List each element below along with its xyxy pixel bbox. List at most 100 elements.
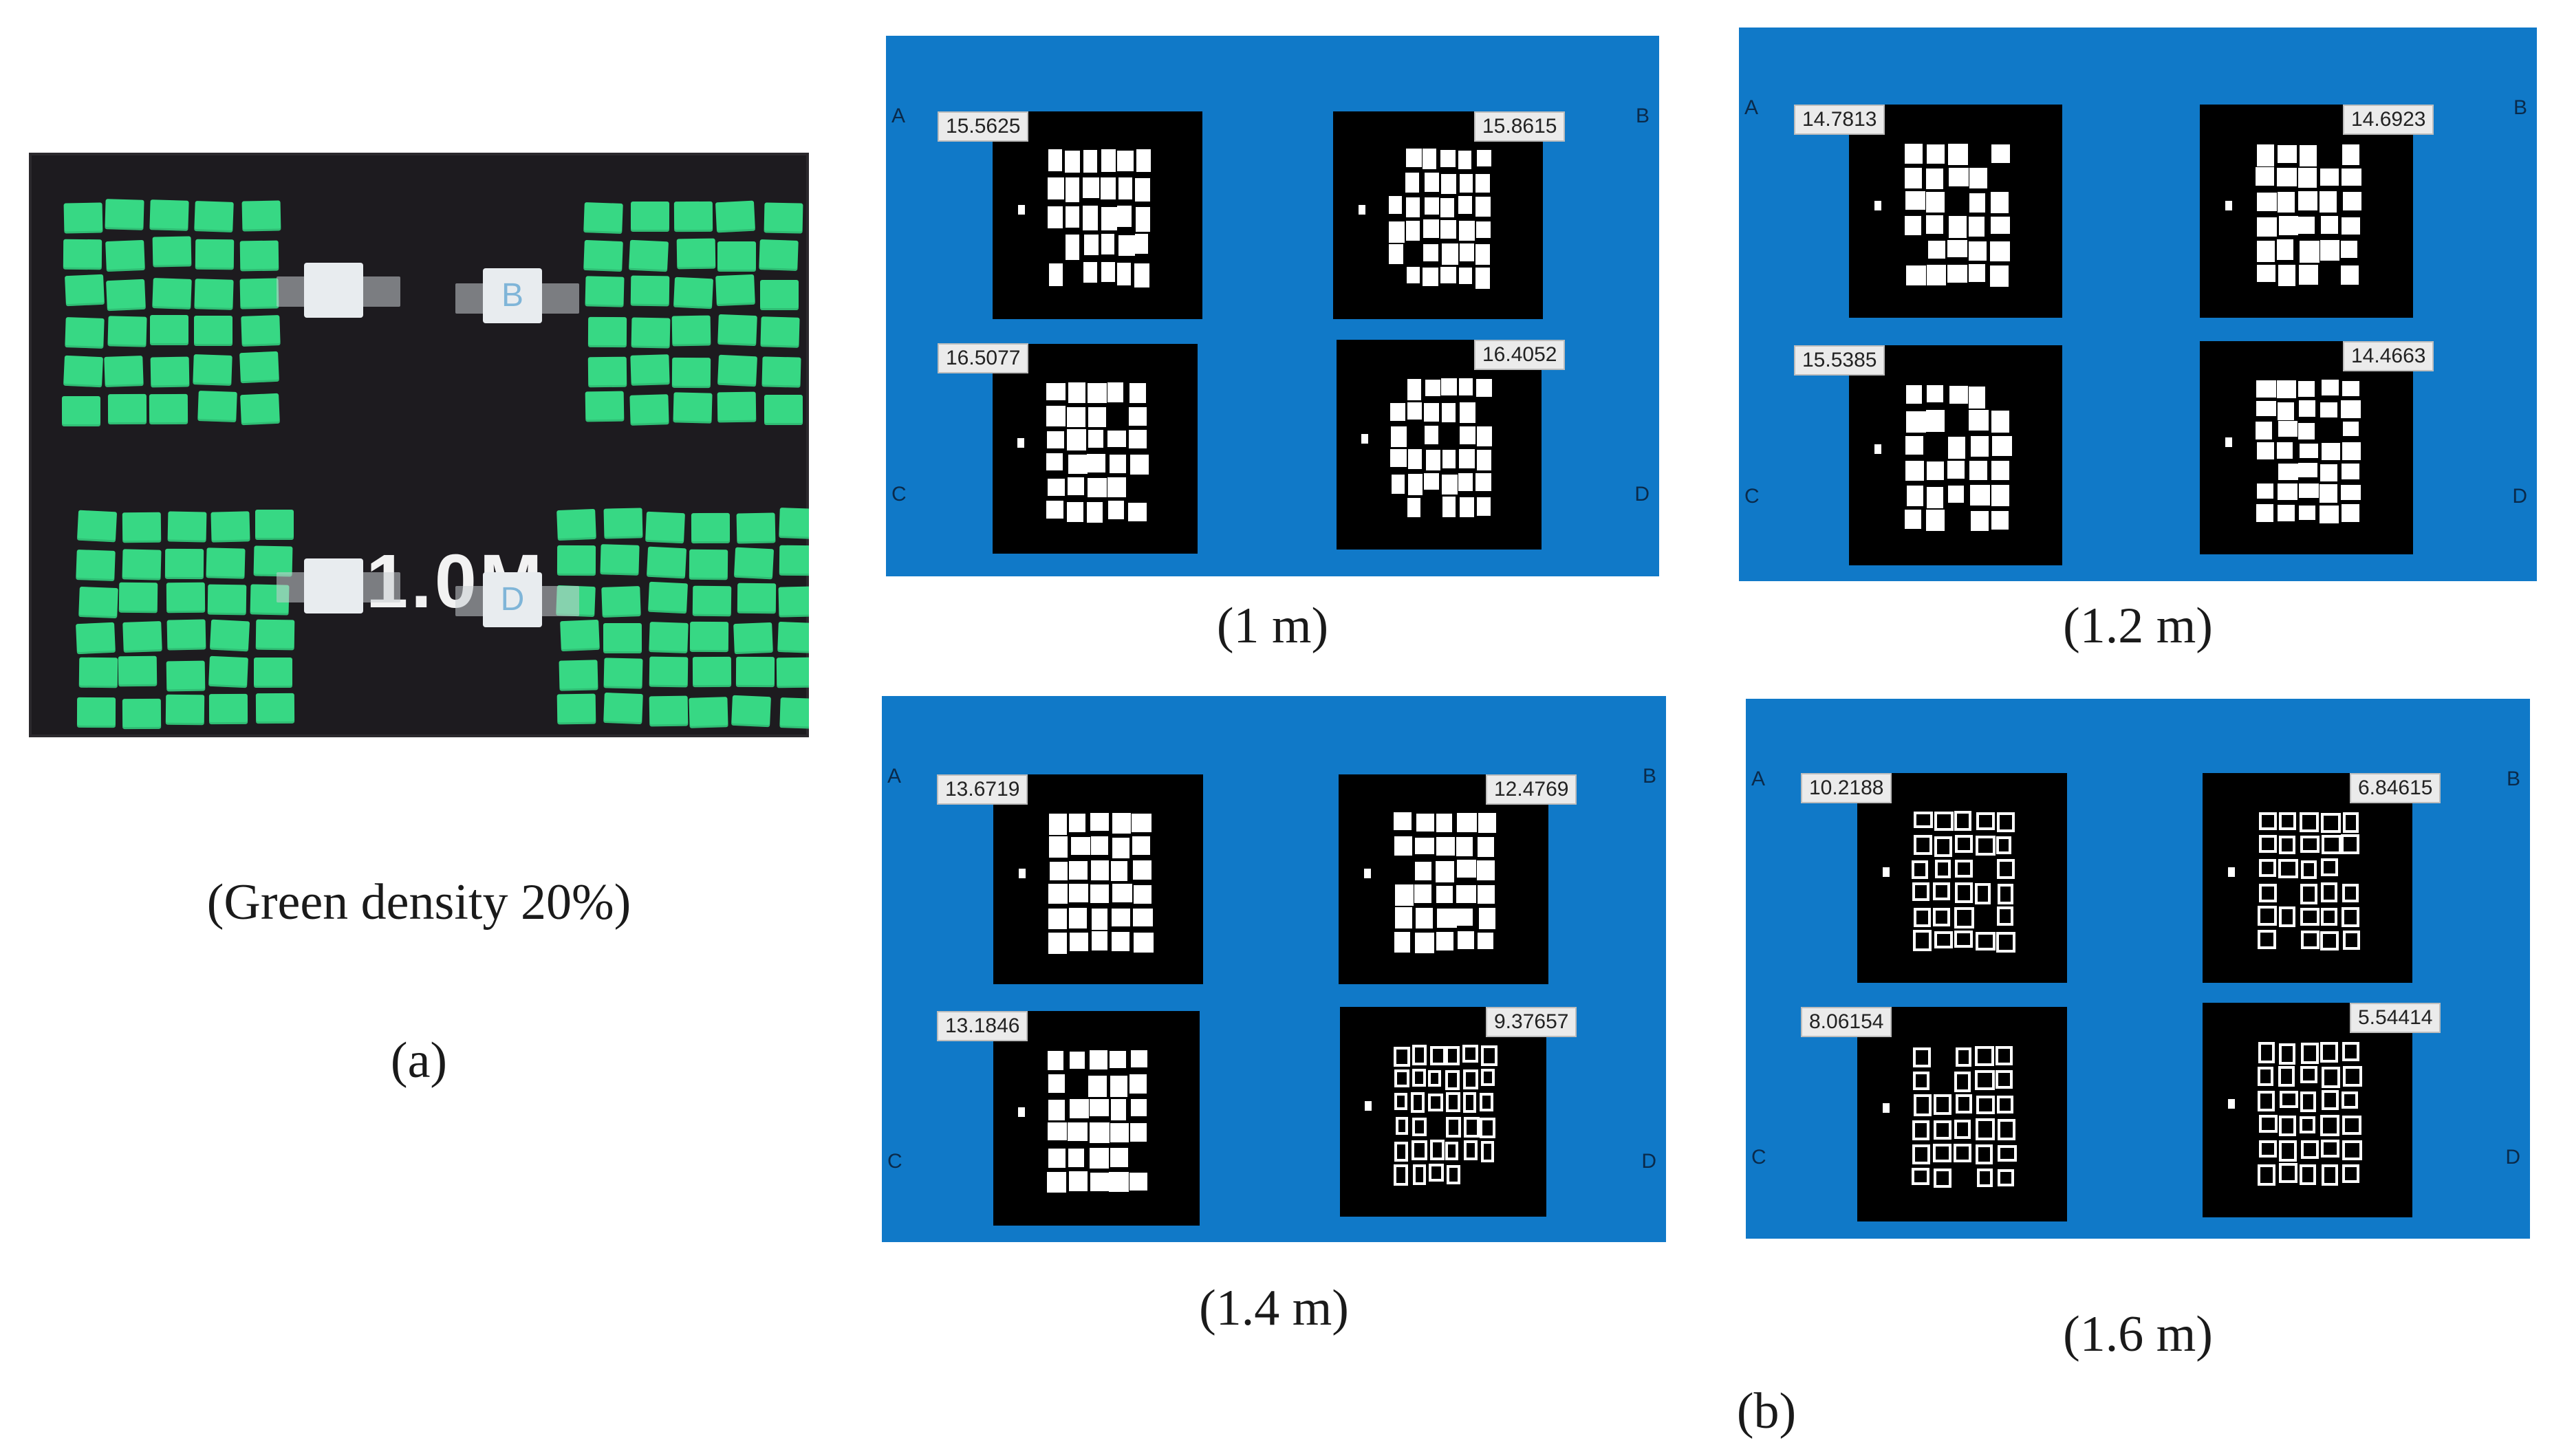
detected-patch bbox=[1462, 1044, 1479, 1063]
detected-patch bbox=[1087, 502, 1103, 523]
detected-patch bbox=[1955, 1047, 1972, 1067]
detected-patch bbox=[1436, 885, 1453, 903]
detected-patch bbox=[1415, 933, 1434, 954]
detected-patch bbox=[2279, 1163, 2297, 1184]
green-patch bbox=[585, 391, 625, 422]
detected-patch bbox=[2300, 1091, 2316, 1112]
caption-1m: (1 m) bbox=[1216, 598, 1329, 654]
detected-patch bbox=[1991, 485, 2010, 507]
detected-patch bbox=[1405, 173, 1420, 193]
green-patch bbox=[735, 656, 775, 688]
detected-patch bbox=[1459, 497, 1475, 517]
green-patch bbox=[65, 317, 105, 349]
detected-patch bbox=[1406, 197, 1420, 217]
green-patch bbox=[583, 240, 623, 272]
detected-patch bbox=[2277, 239, 2293, 261]
detected-patch bbox=[2321, 1067, 2341, 1089]
noise-speck bbox=[2225, 437, 2233, 447]
mask-d bbox=[1337, 340, 1542, 550]
detected-patch bbox=[1083, 177, 1099, 199]
marker-c bbox=[304, 558, 363, 613]
detected-patch bbox=[1134, 933, 1154, 953]
detected-patch bbox=[1047, 431, 1064, 448]
detected-patch bbox=[1428, 1069, 1442, 1087]
detected-patch bbox=[1476, 426, 1493, 446]
caption-1-2m: (1.2 m) bbox=[2063, 598, 2213, 654]
green-patch bbox=[63, 355, 104, 387]
green-patch bbox=[759, 239, 799, 272]
detected-patch bbox=[1048, 814, 1068, 835]
detected-patch bbox=[1459, 243, 1475, 262]
detected-patch bbox=[1048, 263, 1063, 286]
detected-patch bbox=[2258, 812, 2278, 831]
detected-patch bbox=[1416, 814, 1435, 832]
detected-patch bbox=[1109, 454, 1126, 474]
detected-patch bbox=[2341, 1091, 2358, 1109]
detected-patch bbox=[1406, 266, 1420, 283]
detected-patch bbox=[1101, 262, 1115, 282]
detected-patch bbox=[1445, 1116, 1461, 1138]
detected-patch bbox=[1948, 144, 1968, 166]
green-patch bbox=[107, 316, 147, 347]
detected-patch bbox=[2298, 381, 2315, 397]
detected-patch bbox=[1424, 473, 1439, 490]
detected-patch bbox=[1913, 835, 1933, 855]
detected-patch bbox=[1477, 884, 1495, 904]
detected-patch bbox=[1047, 1122, 1068, 1140]
detected-patch bbox=[1112, 909, 1131, 926]
detected-patch bbox=[1412, 1164, 1427, 1186]
detected-patch bbox=[1415, 837, 1434, 854]
detected-patch bbox=[2300, 884, 2317, 904]
detected-patch bbox=[1118, 177, 1133, 200]
detected-patch bbox=[1425, 425, 1438, 445]
green-patch bbox=[193, 316, 233, 347]
green-patch bbox=[649, 695, 688, 727]
detected-patch bbox=[1442, 497, 1456, 517]
detected-patch bbox=[2278, 1065, 2295, 1087]
detected-patch bbox=[1130, 1123, 1147, 1142]
marker-b: B bbox=[483, 268, 542, 323]
green-patch bbox=[587, 356, 627, 388]
green-patch bbox=[603, 622, 642, 653]
detected-patch bbox=[1479, 908, 1496, 929]
detected-patch bbox=[1934, 1120, 1952, 1140]
detected-patch bbox=[1129, 455, 1149, 475]
detected-patch bbox=[1423, 149, 1437, 170]
detected-patch bbox=[1954, 882, 1973, 903]
detected-patch bbox=[1436, 931, 1453, 951]
detected-patch bbox=[2298, 505, 2316, 521]
detected-patch bbox=[2297, 217, 2315, 235]
corner-label-b: B bbox=[1635, 105, 1650, 127]
detected-patch bbox=[2258, 1115, 2278, 1133]
green-patch bbox=[717, 314, 758, 347]
detected-patch bbox=[2321, 442, 2340, 461]
detected-patch bbox=[1101, 149, 1116, 172]
green-patch bbox=[631, 316, 671, 349]
detected-patch bbox=[1459, 378, 1473, 395]
detected-patch bbox=[1100, 177, 1116, 200]
detected-patch bbox=[1459, 449, 1475, 468]
detected-patch bbox=[1996, 1045, 2013, 1066]
detected-patch bbox=[2299, 1164, 2316, 1185]
detected-patch bbox=[2321, 907, 2338, 926]
detected-patch bbox=[1905, 191, 1926, 210]
noise-speck bbox=[1882, 1103, 1890, 1113]
value-c: 13.1846 bbox=[937, 1011, 1028, 1041]
value-c: 15.5385 bbox=[1794, 345, 1885, 376]
detected-patch bbox=[2257, 483, 2273, 499]
detected-patch bbox=[2300, 1042, 2319, 1065]
detected-patch bbox=[1996, 931, 2016, 953]
green-patch bbox=[673, 392, 713, 424]
detected-patch bbox=[1046, 453, 1063, 471]
detected-patch bbox=[1969, 241, 1987, 261]
detected-patch bbox=[1926, 461, 1945, 480]
detected-patch bbox=[2257, 193, 2277, 211]
value-d: 5.54414 bbox=[2350, 1003, 2441, 1033]
green-patch bbox=[165, 694, 204, 726]
green-patch bbox=[737, 583, 777, 613]
value-d: 16.4052 bbox=[1474, 340, 1566, 370]
green-patch bbox=[105, 240, 145, 272]
detected-patch bbox=[2299, 1116, 2316, 1133]
green-patch bbox=[676, 238, 716, 270]
detected-patch bbox=[2341, 463, 2359, 479]
